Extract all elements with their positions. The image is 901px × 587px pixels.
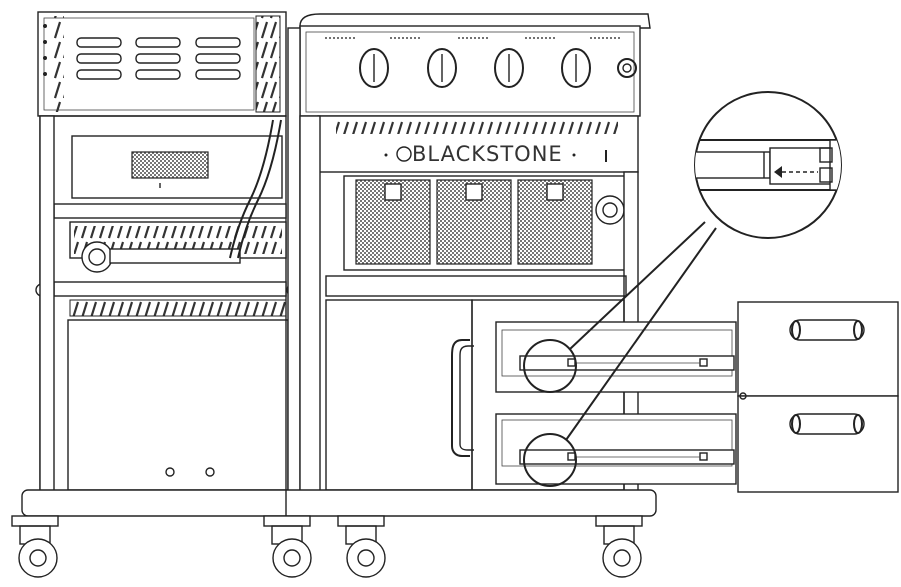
drawer-fronts xyxy=(737,301,899,493)
propane-regulator xyxy=(81,241,241,273)
side-burner-hood xyxy=(37,11,287,117)
left-cart-body xyxy=(35,115,300,497)
brand-logo: BLACKSTONE xyxy=(412,142,563,166)
burner-grates xyxy=(343,175,635,271)
drawer-bottom xyxy=(495,413,737,485)
callout-markers xyxy=(523,221,717,487)
rail-detail-zoom xyxy=(694,91,842,239)
drawer-handle-top xyxy=(789,319,865,341)
drawer-top xyxy=(495,321,737,393)
griddle-hood xyxy=(299,13,651,117)
caster-wheel xyxy=(337,515,386,578)
cart-base xyxy=(21,489,657,517)
caster-wheels xyxy=(11,515,643,578)
caster-wheel xyxy=(263,515,312,578)
hood-vents xyxy=(76,37,241,80)
griddle-front-panel: BLACKSTONE xyxy=(317,115,639,173)
caster-wheel xyxy=(11,515,59,578)
control-knobs xyxy=(359,48,637,88)
caster-wheel xyxy=(595,515,643,578)
drawer-handle-bottom xyxy=(789,413,865,435)
